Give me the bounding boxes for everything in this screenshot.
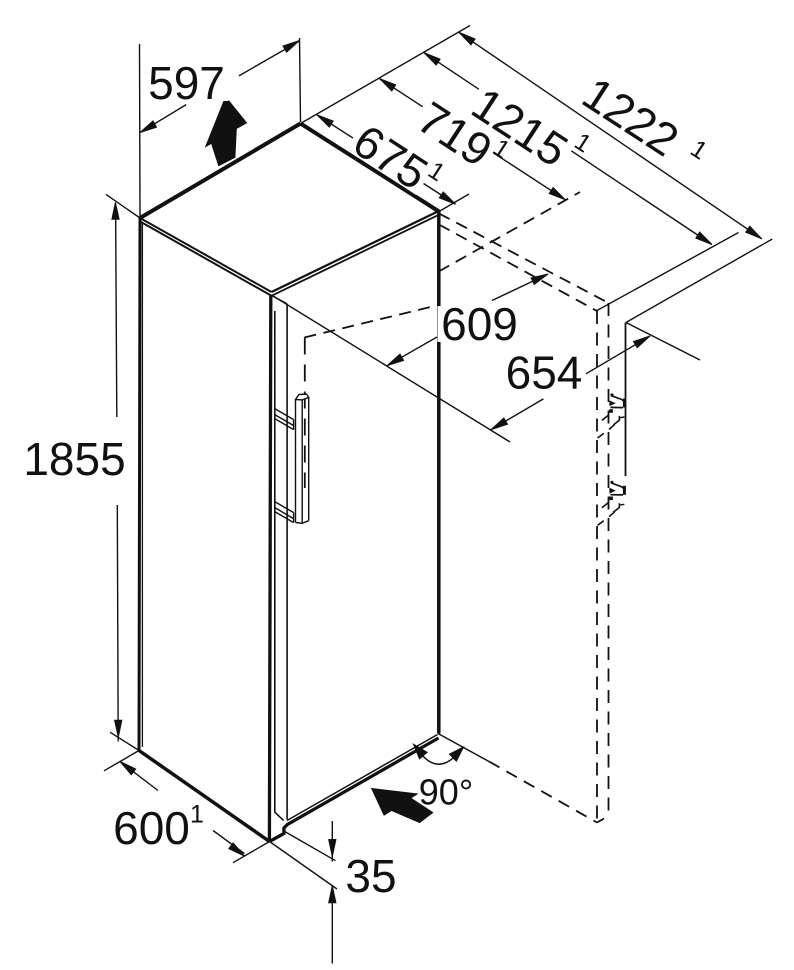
svg-text:654: 654 [506,347,583,399]
svg-text:35: 35 [345,850,396,902]
svg-text:1: 1 [190,801,204,829]
svg-text:597: 597 [148,57,225,109]
svg-text:600: 600 [113,802,190,854]
svg-text:609: 609 [441,298,518,350]
svg-text:1855: 1855 [23,433,125,485]
svg-text:90°: 90° [419,772,473,813]
